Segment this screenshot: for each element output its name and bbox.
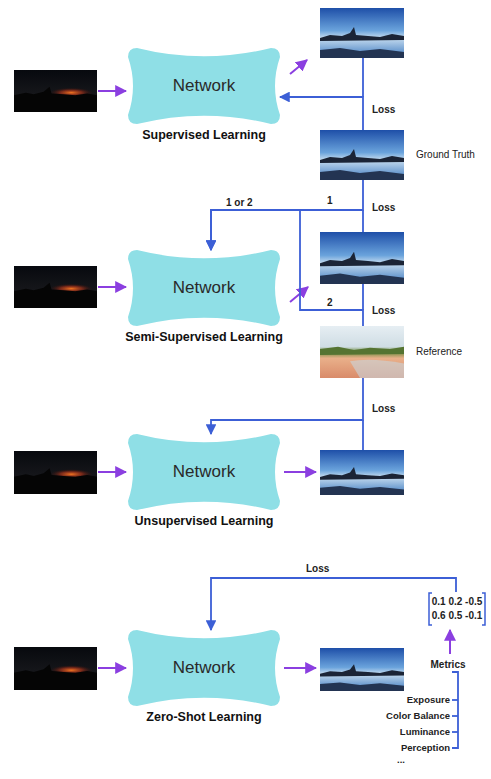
annotation: Exposure (407, 694, 450, 705)
annotation: Color Balance (386, 710, 450, 721)
network-outline (128, 250, 280, 326)
input-image (14, 451, 97, 494)
network-label: Network (173, 658, 235, 678)
image-node: Ground Truth (320, 130, 404, 180)
image-caption: Reference (416, 346, 462, 357)
annotation: 2 (327, 297, 333, 308)
output-image (320, 8, 404, 58)
edge-label: Loss (372, 403, 395, 414)
reference-image (320, 326, 404, 378)
ground-truth-image (320, 130, 404, 180)
output-image (320, 648, 404, 691)
input-image (14, 266, 97, 308)
metric-matrix: 0.1 0.2 -0.5 0.6 0.5 -0.1 (428, 592, 486, 626)
annotation: 1 (327, 195, 333, 206)
annotation: Metrics (430, 659, 465, 670)
image-node: Reference (320, 326, 404, 378)
network-outline (128, 630, 280, 706)
edge-label: Loss (372, 104, 395, 115)
method-heading: Semi-Supervised Learning (125, 330, 283, 344)
edge-label: Loss (306, 563, 329, 574)
method-heading: Zero-Shot Learning (146, 710, 261, 724)
network-block: NetworkZero-Shot Learning (128, 630, 280, 706)
edge-label: Loss (372, 202, 395, 213)
flow-arrows (98, 60, 450, 668)
loss-connector (211, 578, 456, 630)
network-label: Network (173, 76, 235, 96)
matrix-row: 0.1 0.2 -0.5 (432, 596, 483, 607)
input-image (14, 647, 97, 690)
output-image (320, 232, 404, 284)
annotation: ... (397, 754, 405, 765)
input-image (14, 70, 97, 112)
loss-connector (280, 97, 363, 130)
method-heading: Supervised Learning (142, 128, 266, 142)
annotation: Perception (401, 742, 450, 753)
network-outline (128, 48, 280, 124)
image-caption: Ground Truth (416, 149, 475, 160)
network-label: Network (173, 462, 235, 482)
network-block: NetworkSemi-Supervised Learning (128, 250, 280, 326)
loss-leader-lines (363, 58, 458, 748)
loss-connector (211, 180, 363, 250)
annotation: Luminance (400, 726, 450, 737)
network-outline (128, 434, 280, 510)
matrix-row: 0.6 0.5 -0.1 (432, 610, 483, 621)
network-block: NetworkUnsupervised Learning (128, 434, 280, 510)
loss-connector (211, 378, 363, 434)
edge-label: Loss (372, 305, 395, 316)
method-heading: Unsupervised Learning (135, 514, 274, 528)
annotation: 1 or 2 (226, 197, 253, 208)
network-block: NetworkSupervised Learning (128, 48, 280, 124)
output-image (320, 450, 404, 495)
network-label: Network (173, 278, 235, 298)
bracket (429, 593, 485, 625)
